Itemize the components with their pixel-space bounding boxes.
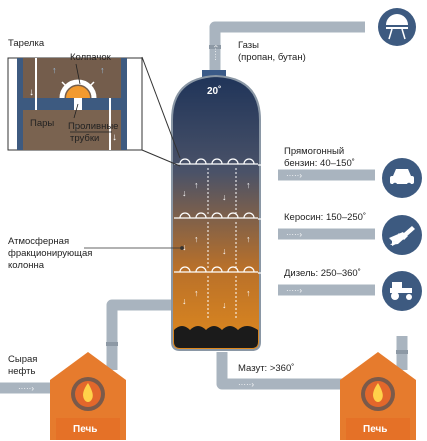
cap-label: Колпачок	[70, 52, 111, 63]
fire-icon	[83, 383, 93, 402]
crude-label-1: Сырая	[8, 354, 38, 365]
vapor-arrows: ↓ ↑ ↓ ↑ ↓ ↑ ↓ ↑ ↓ ↑ ↓ ↑	[182, 180, 251, 310]
svg-text:↑: ↑	[100, 65, 105, 75]
pipes	[0, 21, 408, 394]
svg-text:↓: ↓	[222, 300, 227, 310]
svg-text:↑: ↑	[74, 122, 79, 132]
fuel-oil-pipe	[216, 352, 355, 390]
vapors-label: Пары	[30, 118, 55, 129]
kerosene-label: Керосин: 150–250˚	[284, 212, 367, 223]
diesel-label: Дизель: 250–360˚	[284, 268, 361, 279]
furnace-left	[50, 352, 126, 440]
column-label-3: колонна	[8, 260, 45, 271]
column-label-1: Атмосферная	[8, 236, 70, 247]
downcomers-label-1: Проливные	[68, 121, 119, 132]
airplane-icon	[382, 215, 422, 255]
svg-text:·····›: ·····›	[286, 171, 302, 180]
svg-text:↓: ↓	[182, 188, 187, 198]
tray-callout: ↓ ↓ ↑ ↑ ↑	[7, 56, 181, 167]
svg-text:↓: ↓	[182, 242, 187, 252]
svg-text:↓: ↓	[182, 296, 187, 306]
gases-label-2: (пропан, бутан)	[238, 52, 306, 63]
column-label-2: фракционирующая	[8, 248, 93, 259]
furnace-right-label: Печь	[363, 424, 388, 435]
svg-text:·····›: ·····›	[18, 384, 34, 393]
car-icon	[382, 158, 422, 198]
top-temperature: 20˚	[207, 86, 222, 97]
svg-text:·····›: ·····›	[238, 380, 254, 389]
svg-text:·····›: ·····›	[286, 286, 302, 295]
furnace-left-label: Печь	[73, 424, 98, 435]
gasoline-label-2: бензин: 40–150˚	[284, 158, 355, 169]
svg-text:↓: ↓	[112, 132, 117, 143]
svg-text:↑: ↑	[194, 288, 199, 298]
svg-text:↑: ↑	[194, 180, 199, 190]
fuel-oil-label: Мазут: >360˚	[238, 363, 295, 374]
side-draw-stubs	[258, 164, 278, 291]
label-pointers	[84, 246, 184, 250]
pipe-flanges	[106, 45, 408, 354]
svg-text:·····›: ·····›	[286, 230, 302, 239]
svg-text:↓: ↓	[29, 87, 34, 98]
bubble-caps	[179, 158, 255, 273]
gasoline-label-1: Прямогонный	[284, 146, 345, 157]
svg-text:↓: ↓	[222, 192, 227, 202]
svg-text:↓: ↓	[222, 246, 227, 256]
tractor-icon	[382, 271, 422, 311]
gas-pipe	[209, 21, 365, 70]
downcomer-lines	[207, 168, 237, 318]
grill-icon	[378, 8, 416, 46]
svg-text:↑: ↑	[246, 234, 251, 244]
svg-text:↑: ↑	[194, 234, 199, 244]
gases-label-1: Газы	[238, 40, 259, 51]
tray-label: Тарелка	[8, 38, 45, 49]
furnace-right	[340, 352, 416, 440]
fire-icon	[373, 383, 383, 402]
flow-arrows: ·····› ·····› ·····› ·····› ·····› ·····…	[18, 45, 302, 393]
svg-text:↑: ↑	[246, 180, 251, 190]
svg-text:↑: ↑	[52, 65, 57, 75]
crude-label-2: нефть	[8, 366, 36, 377]
svg-text:·····›: ·····›	[211, 45, 220, 61]
downcomers-label-2: трубки	[70, 133, 100, 144]
svg-text:↑: ↑	[246, 288, 251, 298]
feed-pipe	[106, 299, 172, 370]
column	[171, 70, 261, 351]
